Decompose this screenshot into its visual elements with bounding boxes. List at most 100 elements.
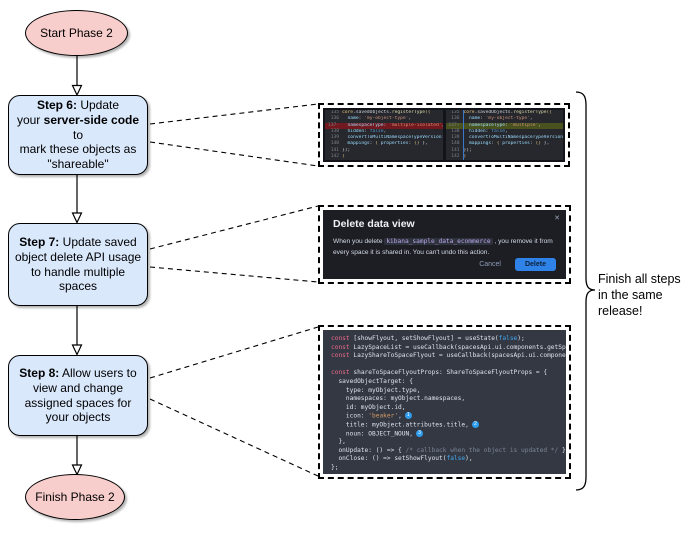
code-line xyxy=(331,361,558,370)
code-line: namespaces: myObject.namespaces, xyxy=(331,395,466,403)
finish-node-label: Finish Phase 2 xyxy=(35,490,115,504)
line-number: 141 xyxy=(330,147,339,153)
step-text-segment: Update saved xyxy=(59,235,137,250)
release-annotation: Finish all steps in the same release! xyxy=(598,272,681,318)
screenshot-code-frame: const [showFlyout, setShowFlyout] = useS… xyxy=(318,325,571,479)
delete-modal-screenshot: Delete data view ✕ When you delete kiban… xyxy=(323,210,566,279)
diff-line: 139 convertToMultiNamespaceTypeVersion: … xyxy=(325,135,443,141)
diff-line-code: }); xyxy=(462,147,564,155)
diff-line: 136 name: 'my-object-type', xyxy=(446,116,564,123)
step-text-segment: Step 6: xyxy=(36,98,77,113)
start-node-label: Start Phase 2 xyxy=(40,26,113,40)
diff-line-code: convertToMultiNamespaceTypeVersion: ' xyxy=(462,135,563,142)
diff-line-code: } xyxy=(462,154,564,160)
line-number: 142 xyxy=(451,154,460,160)
step-text-segment: view and change xyxy=(32,380,124,395)
code-line: icon: 'beaker',1 xyxy=(331,412,558,421)
line-number: 137+ xyxy=(448,122,460,128)
modal-actions: Cancel Delete xyxy=(479,258,556,271)
flyout-code-screenshot: const [showFlyout, setShowFlyout] = useS… xyxy=(323,330,566,474)
diff-line-code: namespaceType: 'multiple-isolated', xyxy=(342,122,443,128)
diff-line: 140 mappings: { properties: {} }, xyxy=(325,141,443,147)
diff-line: 142} xyxy=(446,154,564,160)
screenshot-modal-frame: Delete data view ✕ When you delete kiban… xyxy=(318,205,571,284)
code-line: id: myObject.id, xyxy=(331,403,406,411)
delete-button: Delete xyxy=(514,258,556,271)
diff-line: 138 hidden: false, xyxy=(325,129,443,135)
line-number: 139 xyxy=(451,135,460,141)
code-line: const shareToSpaceFlyoutProps: ShareToSp… xyxy=(331,369,548,377)
line-number: 138 xyxy=(330,128,339,134)
diff-line: 137+ namespaceType: 'multiple', xyxy=(445,122,563,129)
step-text-segment: Allow users to xyxy=(59,366,137,381)
zoom-connector-step7-bottom xyxy=(149,266,319,283)
modal-title: Delete data view xyxy=(333,218,415,230)
diff-line-code: } xyxy=(342,154,345,160)
arrowhead-icon xyxy=(71,84,83,97)
annotation-badge: 2 xyxy=(471,420,479,428)
code-line: title: myObject.attributes.title,2 xyxy=(331,420,558,430)
step-text-segment: server-side code xyxy=(43,113,140,128)
close-icon: ✕ xyxy=(554,215,560,222)
line-number: 136 xyxy=(451,116,460,122)
zoom-connector-step7-top xyxy=(149,205,319,250)
diff-line: 138 hidden: false, xyxy=(446,128,564,136)
step-text-segment: mark these objects as xyxy=(19,142,137,157)
step-text-segment: "shareable" xyxy=(47,156,109,171)
zoom-connector-step6-top xyxy=(149,103,319,125)
step-text-segment: assigned spaces for xyxy=(24,395,132,410)
arrowhead-icon xyxy=(71,344,83,356)
diff-line: 141}); xyxy=(446,147,564,155)
curly-brace xyxy=(575,91,596,491)
diff-line-code: convertToMultiNamespaceTypeVersion: ' xyxy=(342,135,443,141)
code-line: savedObjectTarget: { xyxy=(331,377,413,385)
diff-line: 137- namespaceType: 'multiple-isolated', xyxy=(325,122,443,129)
annotation-badge: 3 xyxy=(415,429,423,437)
step-text-segment: your objects xyxy=(45,410,111,425)
diff-line-code: hidden: false, xyxy=(342,128,387,134)
step-text-segment: object delete API usage xyxy=(14,249,142,264)
line-number: 140 xyxy=(451,141,460,147)
arrowhead-icon xyxy=(71,464,83,476)
diff-line-code: mappings: { properties: {} }, xyxy=(342,141,428,147)
step-text-segment: Step 8: xyxy=(19,366,60,381)
line-number: 135 xyxy=(451,110,460,115)
finish-node: Finish Phase 2 xyxy=(25,474,125,520)
line-number: 137- xyxy=(327,122,339,128)
diff-line-code: name: 'my-object-type', xyxy=(342,116,412,122)
diff-line-code: core.savedObjects.registerType({ xyxy=(462,110,564,117)
zoom-connector-step6-bottom xyxy=(149,141,319,167)
diff-line: 139 convertToMultiNamespaceTypeVersion: … xyxy=(446,135,563,142)
step-text-segment: Step 7: xyxy=(19,235,60,250)
zoom-connector-step8-bottom xyxy=(149,398,319,477)
diff-line-code: core.savedObjects.registerType({ xyxy=(342,110,431,115)
data-view-name-code: kibana_sample_data_ecommerce xyxy=(384,238,493,245)
arrowhead-icon xyxy=(71,212,83,224)
diff-line-code: name: 'my-object-type', xyxy=(462,116,564,123)
diff-line: 136 name: 'my-object-type', xyxy=(325,116,443,122)
modal-body-text: , you remove it from every space it is s… xyxy=(333,238,553,256)
cancel-button: Cancel xyxy=(479,261,501,268)
start-node: Start Phase 2 xyxy=(25,10,128,56)
code-line: }; xyxy=(331,463,339,471)
diff-line-code: mappings: { properties: {} }, xyxy=(462,141,564,148)
step-text-segment: to handle multiple spaces xyxy=(30,264,126,294)
diff-line-code: }); xyxy=(342,147,351,153)
code-line: noun: OBJECT_NOUN,3 xyxy=(331,429,558,439)
diff-line: 140 mappings: { properties: {} }, xyxy=(446,141,564,148)
code-line: onClose: () => setShowFlyout(false), xyxy=(331,455,473,463)
code-line: const LazySpaceList = useCallback(spaces… xyxy=(331,343,566,351)
step-text-segment: Update xyxy=(76,98,120,113)
